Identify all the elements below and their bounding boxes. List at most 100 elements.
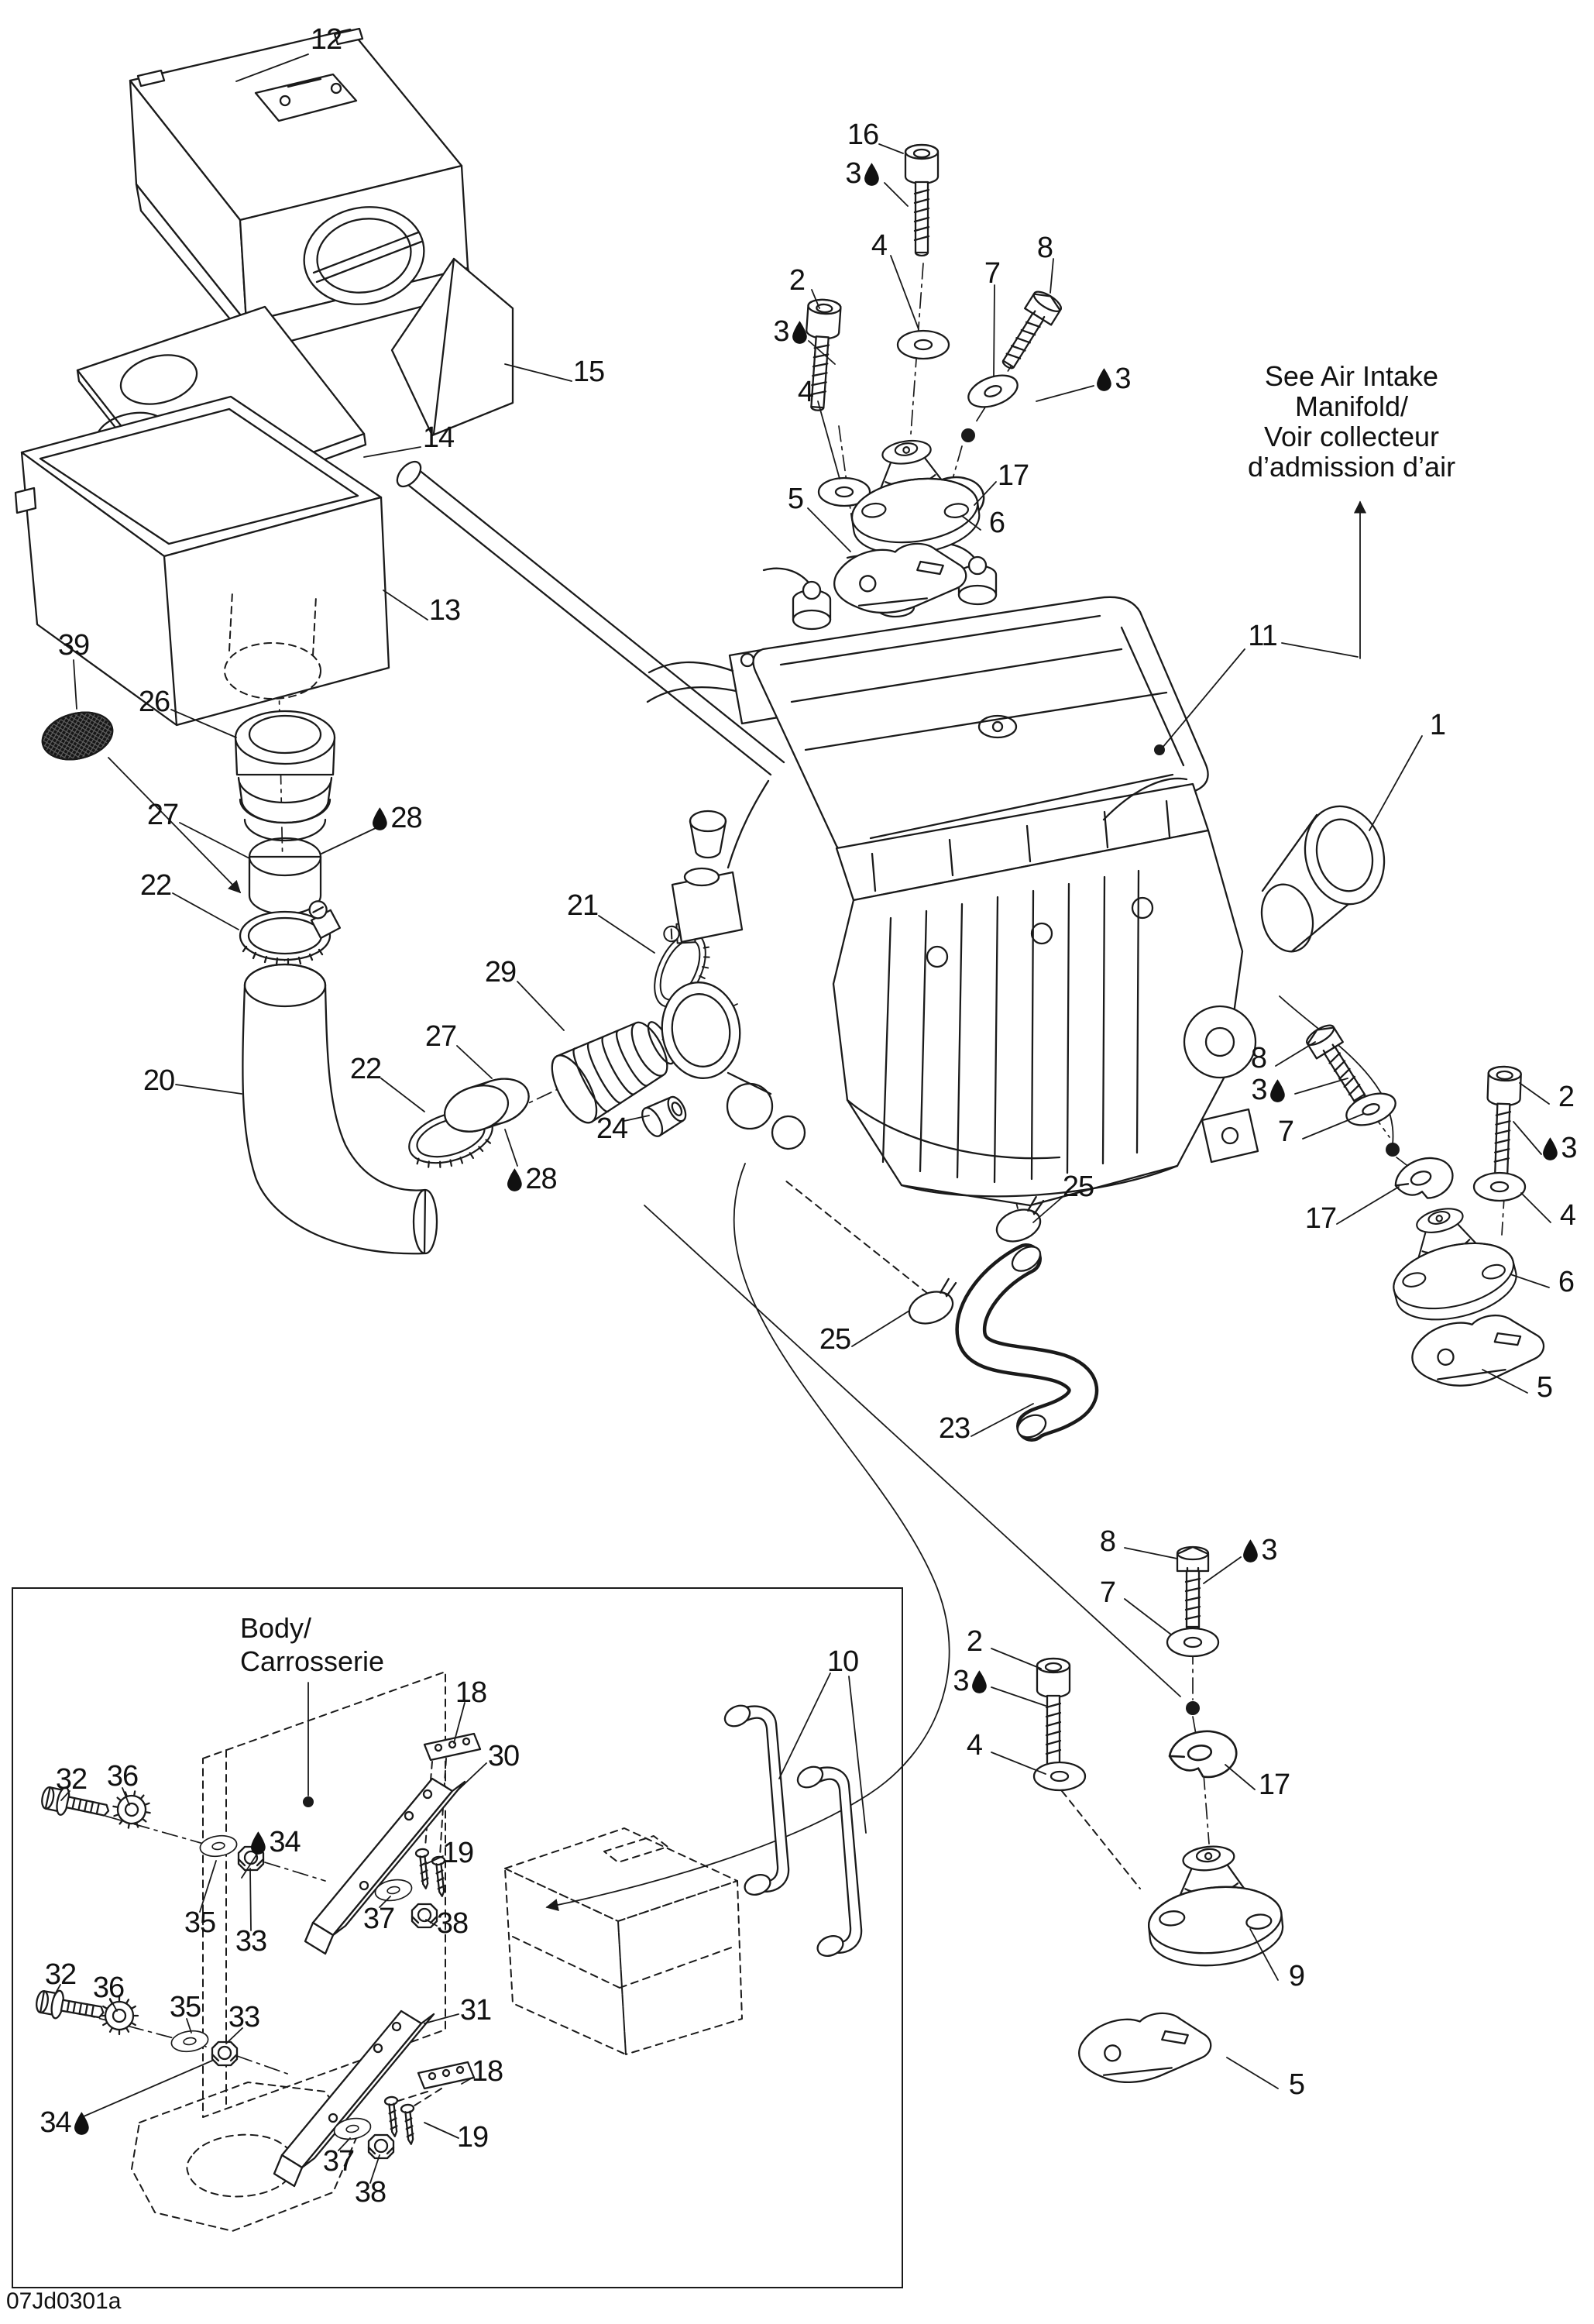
callout-34-oil: 34: [40, 2108, 90, 2137]
callout-2: 2: [788, 264, 806, 297]
oil-drop-icon: [972, 1669, 987, 1693]
air-intake-note-line3: d’admission d’air: [1247, 451, 1456, 483]
callout-17: 17: [997, 459, 1029, 492]
callout-39: 39: [57, 629, 90, 662]
callout-4: 4: [797, 376, 814, 408]
air-intake-note: See Air Intake Manifold/ Voir collecteur…: [1231, 361, 1473, 482]
callout-3-oil: 3: [1251, 1075, 1286, 1105]
oil-drop-icon: [74, 2111, 89, 2135]
callout-27: 27: [146, 799, 179, 831]
support-bracket-upper-drawing: [304, 1732, 482, 1955]
callout-2: 2: [966, 1625, 983, 1658]
water-hose-drawing: [955, 1243, 1099, 1442]
callout-37: 37: [362, 1903, 395, 1935]
air-silencer-base-drawing: [14, 395, 390, 727]
body-inset-box: [12, 1587, 903, 2288]
oil-drop-icon: [1097, 367, 1111, 391]
callout-38: 38: [354, 2176, 386, 2209]
callout-32: 32: [55, 1763, 88, 1796]
callout-36: 36: [106, 1760, 139, 1793]
front-mount-hardware-drawing: [799, 143, 1065, 623]
figure-code: 07Jd0301a: [6, 2288, 122, 2314]
callout-3-oil: 3: [953, 1666, 988, 1696]
corrugated-hose-drawing: [551, 1021, 675, 1124]
bleed-fitting-drawing: [641, 1095, 687, 1137]
callout-18: 18: [455, 1676, 487, 1709]
callout-8: 8: [1099, 1525, 1116, 1558]
callout-11: 11: [1248, 620, 1277, 652]
oil-drop-icon: [1543, 1136, 1558, 1160]
callout-2: 2: [1558, 1081, 1575, 1113]
callout-7: 7: [1277, 1116, 1294, 1148]
oil-drop-icon: [864, 162, 879, 186]
oil-drop-icon: [1243, 1538, 1258, 1563]
callout-13: 13: [428, 594, 461, 627]
callout-17: 17: [1258, 1769, 1290, 1801]
callout-4: 4: [1559, 1199, 1576, 1232]
callout-37: 37: [322, 2145, 355, 2178]
callout-19: 19: [456, 2121, 489, 2154]
intake-adapter-drawing: [234, 710, 336, 842]
callout-3-oil: 3: [773, 317, 808, 346]
muffler-box-drawing: [504, 1827, 743, 2055]
callout-16: 16: [847, 119, 879, 151]
callout-3-oil: 3: [1541, 1133, 1578, 1163]
callout-22: 22: [349, 1053, 382, 1085]
callout-1: 1: [1429, 709, 1446, 741]
air-intake-note-line1: See Air Intake Manifold/: [1264, 360, 1439, 422]
body-note-line1: Body/: [240, 1612, 312, 1644]
support-bracket-lower-drawing: [273, 2009, 476, 2188]
callout-5: 5: [787, 483, 804, 515]
callout-33: 33: [235, 1925, 267, 1958]
mag-mount-hardware-drawing: [1032, 1545, 1287, 2092]
callout-25: 25: [819, 1323, 851, 1356]
callout-18: 18: [471, 2055, 503, 2088]
callout-30: 30: [487, 1740, 520, 1772]
retaining-straps-drawing: [720, 1700, 863, 1961]
callout-35: 35: [184, 1906, 216, 1939]
callout-3-oil: 3: [1242, 1535, 1278, 1565]
callout-20: 20: [143, 1064, 175, 1097]
intake-sleeve-drawing: [248, 837, 322, 916]
callout-15: 15: [572, 356, 605, 388]
callout-14: 14: [422, 421, 455, 454]
callout-8: 8: [1036, 232, 1053, 264]
callout-3-oil: 3: [845, 159, 880, 188]
callout-5: 5: [1288, 2068, 1305, 2101]
callout-31: 31: [459, 1994, 492, 2027]
callout-26: 26: [138, 686, 170, 718]
air-intake-note-line2: Voir collecteur: [1263, 421, 1440, 452]
callout-29: 29: [484, 956, 517, 988]
callout-6: 6: [988, 507, 1005, 539]
callout-27: 27: [424, 1020, 457, 1053]
callout-7: 7: [984, 257, 1001, 290]
oil-drop-icon: [373, 806, 387, 830]
callout-5: 5: [1536, 1371, 1553, 1404]
body-note-line2: Carrosserie: [240, 1645, 385, 1677]
callout-12: 12: [310, 23, 342, 56]
body-note: Body/ Carrosserie: [240, 1611, 384, 1678]
callout-36: 36: [92, 1972, 125, 2004]
oil-drop-icon: [507, 1167, 522, 1191]
intake-mesh-screen-drawing: [41, 711, 242, 894]
callout-38: 38: [436, 1907, 469, 1940]
callout-24: 24: [596, 1112, 628, 1145]
callout-21: 21: [566, 889, 599, 922]
callout-19: 19: [441, 1837, 474, 1869]
callout-4: 4: [871, 229, 888, 262]
callout-leader-lines: [53, 53, 1551, 2184]
callout-8: 8: [1250, 1042, 1267, 1074]
callout-34-oil: 34: [249, 1827, 301, 1857]
pto-mount-hardware-drawing: [1303, 1020, 1550, 1397]
callout-4: 4: [966, 1729, 983, 1762]
oil-drop-icon: [792, 320, 807, 344]
callout-35: 35: [169, 1991, 201, 2023]
callout-22: 22: [139, 869, 172, 902]
callout-23: 23: [938, 1412, 970, 1445]
callout-3-oil: 3: [1095, 364, 1132, 394]
callout-33: 33: [228, 2001, 260, 2033]
callout-32: 32: [44, 1958, 77, 1991]
callout-6: 6: [1558, 1266, 1575, 1298]
